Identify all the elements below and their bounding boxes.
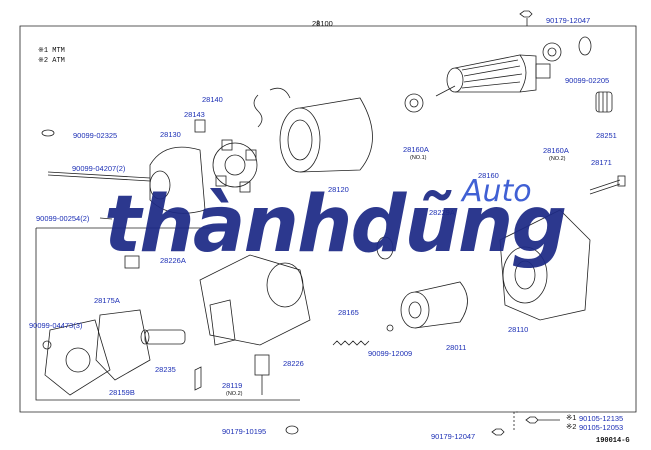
label-90105-12135: 90105-12135 [579, 414, 624, 423]
label-28119: 28119 [222, 381, 243, 390]
label-28100: 28100 [312, 19, 333, 28]
label-28226A: 28226A [160, 256, 186, 265]
spring-28165 [332, 340, 370, 346]
label-28119-note: (NO.2) [226, 391, 243, 397]
housing-28110 [499, 209, 591, 321]
bolt-90179-12047-bottom [491, 428, 505, 436]
bearing-no2 [542, 42, 562, 62]
note-mtm-text: MTM [52, 47, 65, 55]
label-28140: 28140 [202, 95, 223, 104]
label-28143: 28143 [184, 110, 205, 119]
bottom-leader [513, 411, 520, 430]
label-28226: 28226 [283, 359, 304, 368]
label-90099-04473: 90099-04473(3) [29, 321, 83, 330]
note-atm: ※2 ATM [38, 57, 65, 65]
label-90179-12047-bottom: 90179-12047 [431, 432, 476, 441]
washer-90099-02205 [578, 36, 592, 56]
terminal-28226 [254, 354, 270, 395]
label-28011: 28011 [446, 343, 467, 352]
yoke-28120 [253, 87, 373, 173]
washer-28229A [376, 236, 394, 260]
oring-90099-02325 [41, 129, 55, 137]
ball-90099-12009 [386, 324, 394, 332]
clutch-28011 [400, 281, 468, 329]
label-28160A-no1-note: (NO.1) [410, 155, 427, 161]
label-28130: 28130 [160, 130, 181, 139]
label-28160: 28160 [478, 171, 499, 180]
note-mtm: ※1 MTM [38, 47, 65, 55]
plunger-28235 [140, 329, 186, 345]
subassembly-frame [35, 228, 300, 401]
part-28143 [194, 119, 206, 133]
label-28171: 28171 [591, 158, 612, 167]
label-90099-12009: 90099-12009 [368, 349, 413, 358]
terminal-28226A [124, 255, 140, 269]
note-atm-mark: ※2 [38, 57, 49, 65]
armature-28160 [435, 54, 551, 97]
bearing-no1 [404, 93, 424, 113]
label-28120: 28120 [328, 185, 349, 194]
bolt-90105 [525, 416, 560, 424]
label-28160A-no2: 28160A [543, 146, 569, 155]
bolt-top [519, 10, 533, 26]
watermark-auto: Auto [462, 174, 532, 209]
label-mark2: ※2 [566, 422, 577, 431]
label-90179-12047-top: 90179-12047 [546, 16, 591, 25]
cover-28175A [44, 319, 111, 396]
label-90099-04207: 90099-04207(2) [72, 164, 126, 173]
label-28160A-no1: 28160A [403, 145, 429, 154]
gasket-28159B [95, 309, 151, 381]
screw-90099-04473 [42, 340, 52, 350]
label-90099-02205: 90099-02205 [565, 76, 610, 85]
solenoid-28226A [199, 254, 311, 346]
label-28229A: 28229A [429, 208, 455, 217]
label-90099-00254: 90099-00254(2) [36, 214, 90, 223]
label-28175A: 28175A [94, 296, 120, 305]
label-28251: 28251 [596, 131, 617, 140]
label-28235: 28235 [155, 365, 176, 374]
label-28159B: 28159B [109, 388, 135, 397]
label-90179-10195: 90179-10195 [222, 427, 267, 436]
assembly-frame [19, 25, 637, 413]
label-28160A-no2-note: (NO.2) [549, 156, 566, 162]
through-bolt-90099-04207 [47, 171, 151, 182]
note-atm-text: ATM [52, 57, 65, 65]
label-90099-02325: 90099-02325 [73, 131, 118, 140]
note-mtm-mark: ※1 [38, 47, 49, 55]
end-frame-28130 [149, 146, 206, 214]
watermark-brand: thànhdũng [104, 180, 567, 270]
gear-28251 [595, 91, 613, 113]
nut-90179-10195 [285, 425, 299, 435]
screw-90099-00254 [99, 217, 113, 220]
label-mark1: ※1 [566, 413, 577, 422]
label-90105-12053: 90105-12053 [579, 423, 624, 432]
bolt-28171 [589, 175, 626, 195]
diagram-reference-code: 190014-G [596, 437, 630, 445]
spring-28119 [194, 366, 202, 391]
label-28165: 28165 [338, 308, 359, 317]
brush-holder-28140 [212, 139, 258, 193]
label-28110: 28110 [508, 325, 529, 334]
